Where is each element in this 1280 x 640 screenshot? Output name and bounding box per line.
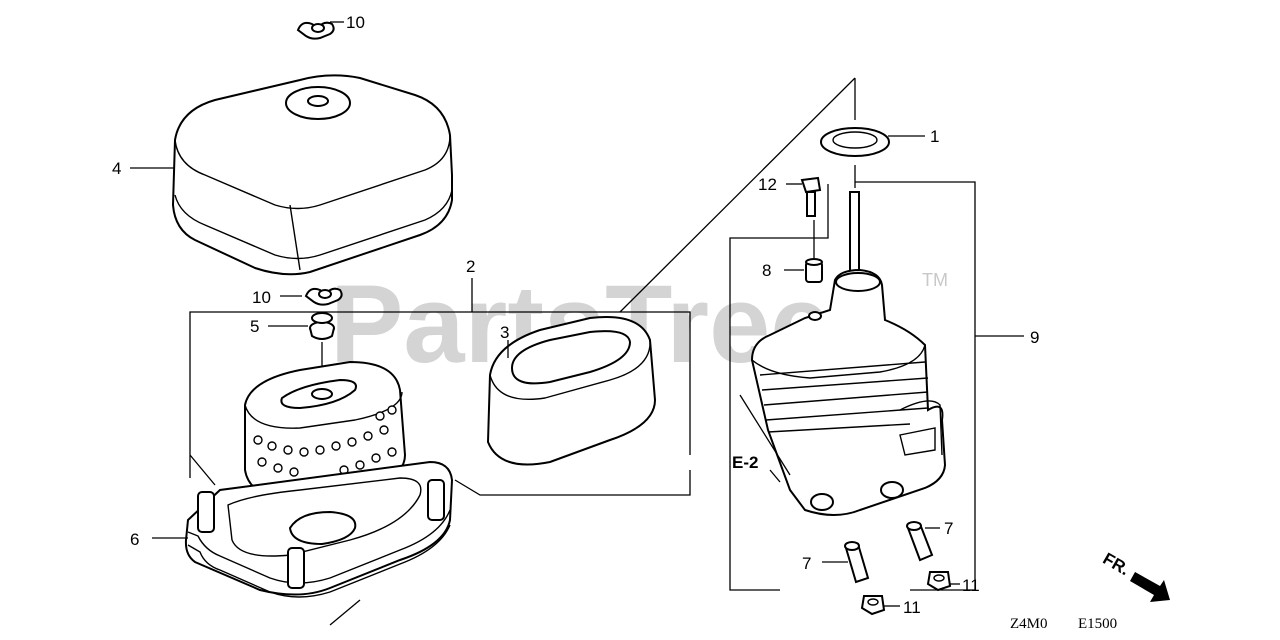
- callout-10-lower: 10: [252, 288, 271, 307]
- direction-label: FR.: [1100, 549, 1133, 579]
- callout-2: 2: [466, 257, 475, 276]
- callout-12: 12: [758, 175, 777, 194]
- callout-1: 1: [930, 127, 939, 146]
- callout-5: 5: [250, 317, 259, 336]
- watermark-trademark: TM: [922, 270, 948, 290]
- callout-7-right: 7: [944, 519, 953, 538]
- front-arrow-icon: [1130, 572, 1170, 602]
- flange-bolt-part[interactable]: [800, 176, 822, 217]
- stud-part[interactable]: [849, 191, 860, 283]
- air-filter-element-part[interactable]: [244, 360, 407, 502]
- foam-filter-part[interactable]: [486, 316, 657, 466]
- elbow-body-part[interactable]: [750, 268, 947, 516]
- callout-3: 3: [500, 323, 509, 342]
- diagram-code-right: E1500: [1078, 616, 1117, 632]
- air-cleaner-base-part[interactable]: [184, 460, 454, 598]
- callout-11-left: 11: [903, 598, 921, 617]
- wing-nut-top-part[interactable]: [296, 21, 335, 40]
- grommet-part[interactable]: [309, 312, 335, 340]
- callout-4: 4: [112, 159, 121, 178]
- dowel-pin-a-part[interactable]: [906, 521, 934, 562]
- collar-part[interactable]: [805, 258, 823, 283]
- diagram-code-left: Z4M0: [1010, 616, 1048, 632]
- callout-11-right: 11: [962, 576, 980, 595]
- flange-nut-b-part[interactable]: [860, 595, 886, 616]
- wing-nut-lower-part[interactable]: [304, 287, 343, 306]
- air-cleaner-cover-part[interactable]: [171, 74, 453, 276]
- dowel-pin-b-part[interactable]: [844, 541, 870, 584]
- callout-6: 6: [130, 530, 139, 549]
- gasket-part[interactable]: [820, 127, 890, 157]
- ref-e2: E-2: [732, 453, 758, 472]
- callout-9: 9: [1030, 328, 1039, 347]
- callout-8: 8: [762, 261, 771, 280]
- flange-nut-a-part[interactable]: [926, 571, 952, 592]
- callout-7-left: 7: [802, 554, 811, 573]
- callout-10-top: 10: [346, 13, 365, 32]
